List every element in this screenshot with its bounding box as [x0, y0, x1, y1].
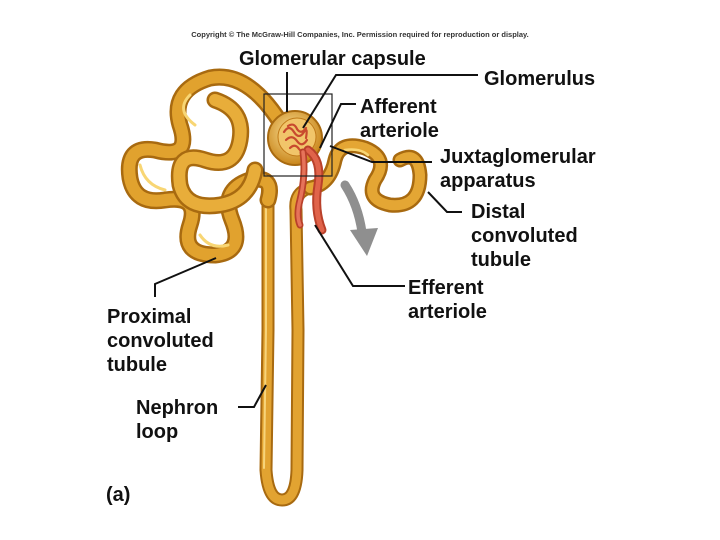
label-nephron-line-1: Nephron: [136, 397, 219, 419]
label-glomerular-capsule: Glomerular capsule: [239, 48, 426, 70]
flow-arrow: [340, 180, 378, 256]
label-juxtaglomerular-apparatus: Juxtaglomerular apparatus: [440, 145, 596, 193]
label-distal-line-1: Distal: [471, 201, 526, 223]
arterioles: [294, 145, 327, 235]
leader-lines: [154, 72, 478, 408]
label-distal-convoluted-tubule: Distal convoluted tubule: [471, 200, 578, 272]
label-proximal-line-1: Proximal: [107, 306, 192, 328]
label-juxtaglomerular-line-1: Juxtaglomerular: [440, 146, 596, 168]
label-proximal-line-2: convoluted: [107, 330, 214, 352]
panel-letter: (a): [106, 484, 131, 506]
copyright-notice: Copyright © The McGraw-Hill Companies, I…: [191, 30, 529, 39]
label-glomerulus: Glomerulus: [484, 68, 596, 90]
proximal-convoluted-tubule-coils: [120, 68, 294, 264]
label-nephron-loop: Nephron loop: [136, 396, 218, 444]
label-juxtaglomerular-line-2: apparatus: [440, 170, 536, 192]
label-proximal-convoluted-tubule: Proximal convoluted tubule: [107, 305, 214, 377]
label-nephron-line-2: loop: [136, 421, 179, 443]
label-distal-line-3: tubule: [471, 249, 531, 271]
distal-convoluted-tubule-coils: [302, 138, 428, 213]
label-afferent-line-1: Afferent: [360, 96, 437, 118]
label-efferent-line-1: Efferent: [408, 277, 484, 299]
nephron-loop-tube: [259, 181, 317, 507]
label-distal-line-2: convoluted: [471, 225, 578, 247]
label-proximal-line-3: tubule: [107, 354, 167, 376]
label-efferent-line-2: arteriole: [408, 301, 487, 323]
label-efferent-arteriole: Efferent arteriole: [408, 276, 487, 324]
inset-box: [263, 93, 333, 177]
label-afferent-line-2: arteriole: [360, 120, 439, 142]
label-afferent-arteriole: Afferent arteriole: [360, 95, 439, 143]
